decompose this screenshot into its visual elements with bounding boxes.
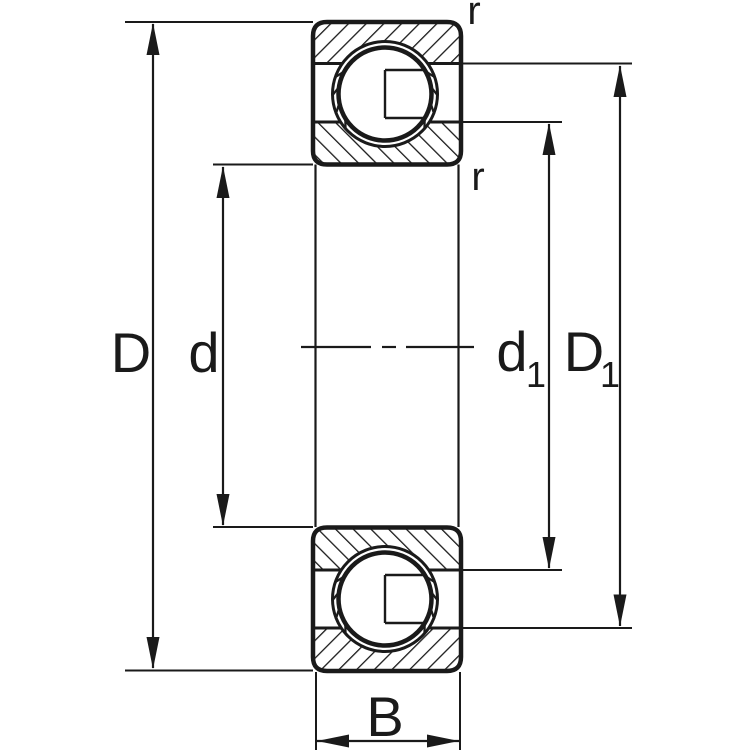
top-section-outline [310,19,464,167]
label-d1-subscript: 1 [526,354,546,395]
bottom-section-outline [310,525,464,674]
label-radius-outer-r: r [467,0,480,33]
label-d1-base: d [496,320,527,383]
label-outer-diameter-D: D [111,321,151,384]
ball-bottom-assembly [331,545,439,653]
cage-mark-bottom [383,573,424,625]
cage-mark-top [383,68,424,120]
dimension-lines [151,24,622,743]
label-width-B: B [366,685,403,748]
section-outlines [310,19,464,674]
label-radius-inner-r: r [471,155,484,199]
ball-top-assembly [331,40,439,148]
bore-lines [314,164,460,527]
label-bore-diameter-d: d [188,321,219,384]
extension-lines [125,21,632,750]
label-D1-base: D [564,320,604,383]
dimension-arrowheads [146,23,627,748]
label-D1-subscript: 1 [600,354,620,395]
